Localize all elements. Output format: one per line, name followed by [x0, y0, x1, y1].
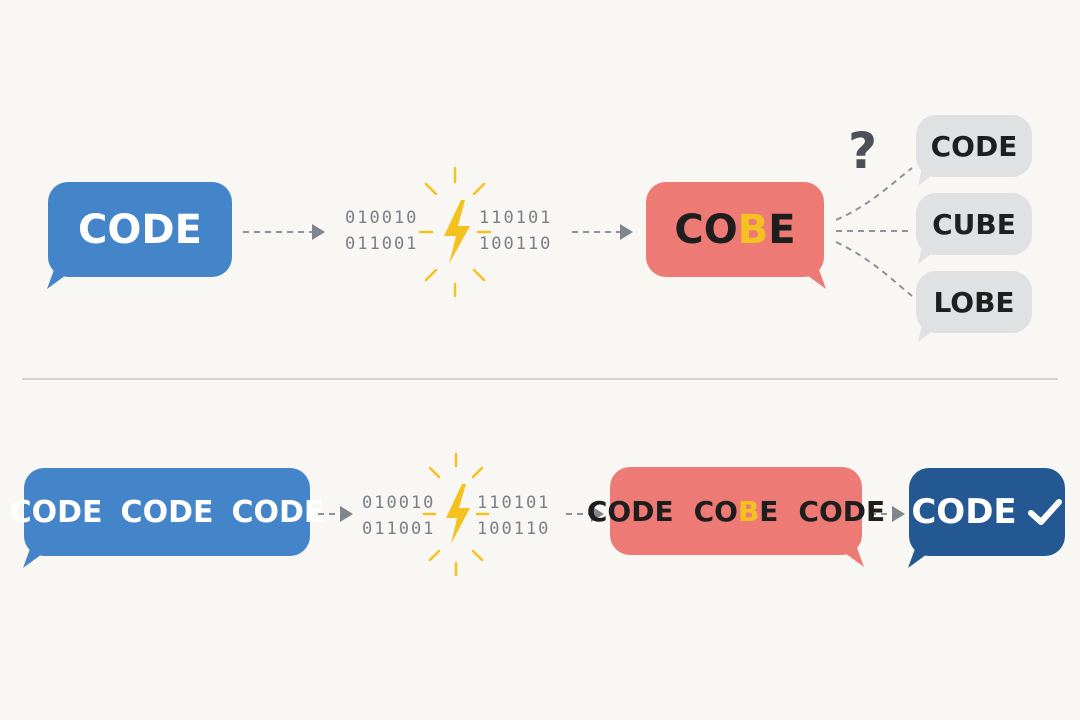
bits-left-bottom: 010010 011001	[362, 493, 436, 539]
bits-right-bottom: 110101 100110	[477, 493, 551, 539]
source-word: CODE	[120, 494, 214, 530]
bits-right-top: 110101 100110	[479, 208, 553, 254]
arrow-head-icon	[312, 224, 325, 240]
source-bubble: CODE	[47, 182, 232, 289]
bubble-tail	[834, 545, 864, 567]
source-word: CODE	[9, 494, 103, 530]
candidate-word: CUBE	[932, 207, 1016, 241]
error-letter: B	[737, 494, 760, 528]
received-word: CODE	[586, 494, 674, 528]
candidate-bubble: CUBE	[916, 193, 1032, 264]
branch-line	[835, 167, 913, 221]
candidate-bubble: CODE	[916, 115, 1032, 186]
bits-left-top: 010010 011001	[345, 208, 419, 254]
candidate-bubble: LOBE	[916, 271, 1032, 342]
error-letter: B	[737, 206, 769, 253]
received-bubble: COBE	[646, 182, 826, 289]
section-divider	[22, 378, 1058, 380]
arrow-head-icon	[340, 506, 353, 522]
bubble-tail	[918, 168, 942, 186]
result-word: CODE	[911, 492, 1017, 532]
question-mark-icon: ?	[848, 122, 878, 180]
checkmark-icon	[1027, 499, 1062, 525]
repeated-source-bubble: CODE CODE CODE	[10, 468, 324, 568]
arrow-head-icon	[892, 506, 905, 522]
source-word: CODE	[78, 206, 202, 253]
bubble-tail	[918, 246, 942, 264]
bubble-tail	[47, 267, 77, 289]
bubble-tail	[796, 267, 826, 289]
received-repeated-bubble: CODE COBE CODE	[587, 467, 885, 567]
received-word: CODE	[798, 494, 886, 528]
bubble-tail	[23, 546, 53, 568]
candidate-word: CODE	[930, 129, 1018, 163]
received-word-corrupted: COBE	[693, 494, 779, 528]
source-word: CODE	[231, 494, 325, 530]
arrow-head-icon	[620, 224, 633, 240]
bubble-tail	[918, 324, 942, 342]
candidate-word: LOBE	[933, 285, 1015, 319]
arrow-head-icon	[591, 506, 604, 522]
bubble-tail	[908, 546, 938, 568]
result-bubble: CODE	[908, 468, 1065, 568]
received-word: COBE	[674, 206, 796, 253]
